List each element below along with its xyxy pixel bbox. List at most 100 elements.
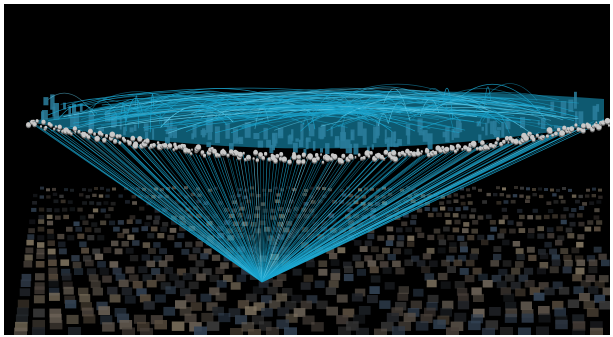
node <box>167 143 173 148</box>
building <box>592 105 598 121</box>
edge <box>261 153 390 283</box>
edge-arc <box>63 92 491 117</box>
edge <box>261 124 581 283</box>
image-thumbnail <box>177 192 182 197</box>
node <box>44 125 48 129</box>
image-thumbnail <box>98 194 104 198</box>
image-thumbnail <box>571 194 577 198</box>
image-thumbnail <box>146 260 156 268</box>
image-thumbnail <box>446 266 456 273</box>
building <box>445 127 450 143</box>
edge <box>147 147 263 283</box>
image-thumbnail <box>203 248 212 255</box>
image-thumbnail <box>262 214 268 220</box>
image-thumbnail <box>328 188 332 192</box>
image-thumbnail <box>410 199 416 203</box>
image-thumbnail <box>538 248 546 255</box>
building <box>387 137 392 147</box>
image-thumbnail <box>401 221 408 227</box>
building <box>321 124 326 137</box>
image-thumbnail <box>165 255 174 262</box>
image-thumbnail <box>374 328 387 335</box>
building <box>257 140 264 148</box>
image-thumbnail <box>223 274 233 282</box>
edge <box>195 154 263 283</box>
image-thumbnail <box>510 199 516 204</box>
image-thumbnail <box>493 246 502 252</box>
image-thumbnail <box>499 193 504 197</box>
image-thumbnail <box>79 215 86 220</box>
image-thumbnail <box>400 188 404 192</box>
image-thumbnail <box>67 200 73 204</box>
network-visualization-canvas[interactable] <box>4 4 610 335</box>
visualization-viewport[interactable] <box>4 4 610 335</box>
edge <box>236 158 263 283</box>
edge <box>175 152 263 283</box>
image-thumbnail <box>201 312 214 322</box>
image-thumbnail <box>575 199 580 204</box>
edge-arc <box>251 87 437 110</box>
node <box>210 146 214 150</box>
edge <box>261 157 265 283</box>
node <box>566 127 570 130</box>
image-thumbnail <box>563 207 569 212</box>
image-thumbnail <box>282 288 293 296</box>
edge <box>261 150 431 283</box>
edge <box>39 126 263 283</box>
image-thumbnail <box>551 259 561 266</box>
image-thumbnail <box>367 260 377 267</box>
image-thumbnail <box>436 212 442 217</box>
image-thumbnail <box>340 189 344 192</box>
image-thumbnail <box>132 201 137 205</box>
image-thumbnail <box>17 299 30 309</box>
node <box>541 135 545 138</box>
image-thumbnail <box>562 266 572 274</box>
image-thumbnail <box>437 234 445 240</box>
building <box>505 121 511 130</box>
node <box>195 144 201 150</box>
building <box>192 124 197 138</box>
image-thumbnail <box>344 266 354 273</box>
image-thumbnail <box>254 206 261 211</box>
edge <box>261 162 316 283</box>
image-thumbnail <box>346 321 359 331</box>
image-thumbnail <box>272 279 283 287</box>
image-thumbnail <box>552 214 558 219</box>
image-thumbnail <box>82 201 87 205</box>
image-thumbnail <box>15 314 28 324</box>
image-thumbnail <box>153 220 160 225</box>
image-thumbnail <box>353 314 366 324</box>
image-thumbnail <box>15 321 28 332</box>
image-thumbnail <box>38 207 45 212</box>
image-thumbnail <box>83 255 92 262</box>
edge-arc <box>302 118 310 131</box>
image-thumbnail <box>37 235 45 241</box>
image-thumbnail <box>82 307 94 317</box>
image-thumbnail <box>590 327 603 335</box>
edge <box>261 158 305 283</box>
building <box>405 124 411 136</box>
image-thumbnail <box>556 188 560 192</box>
edge <box>261 156 377 283</box>
image-thumbnail <box>172 186 176 190</box>
image-thumbnail <box>180 288 191 297</box>
image-thumbnail <box>196 273 206 281</box>
image-thumbnail <box>496 280 507 289</box>
image-thumbnail <box>599 301 610 310</box>
image-thumbnail <box>414 227 422 233</box>
node <box>40 125 42 128</box>
image-thumbnail <box>47 220 54 226</box>
edge-arc <box>482 110 505 122</box>
building <box>299 139 304 147</box>
image-thumbnail <box>450 321 464 331</box>
image-thumbnail <box>32 201 37 205</box>
node <box>130 135 136 141</box>
building <box>320 148 323 153</box>
image-thumbnail <box>412 188 416 192</box>
image-thumbnail <box>64 188 68 192</box>
image-thumbnail <box>490 260 500 267</box>
building <box>556 126 562 130</box>
image-thumbnail <box>57 233 65 240</box>
node <box>200 150 205 154</box>
image-thumbnail <box>502 215 509 220</box>
